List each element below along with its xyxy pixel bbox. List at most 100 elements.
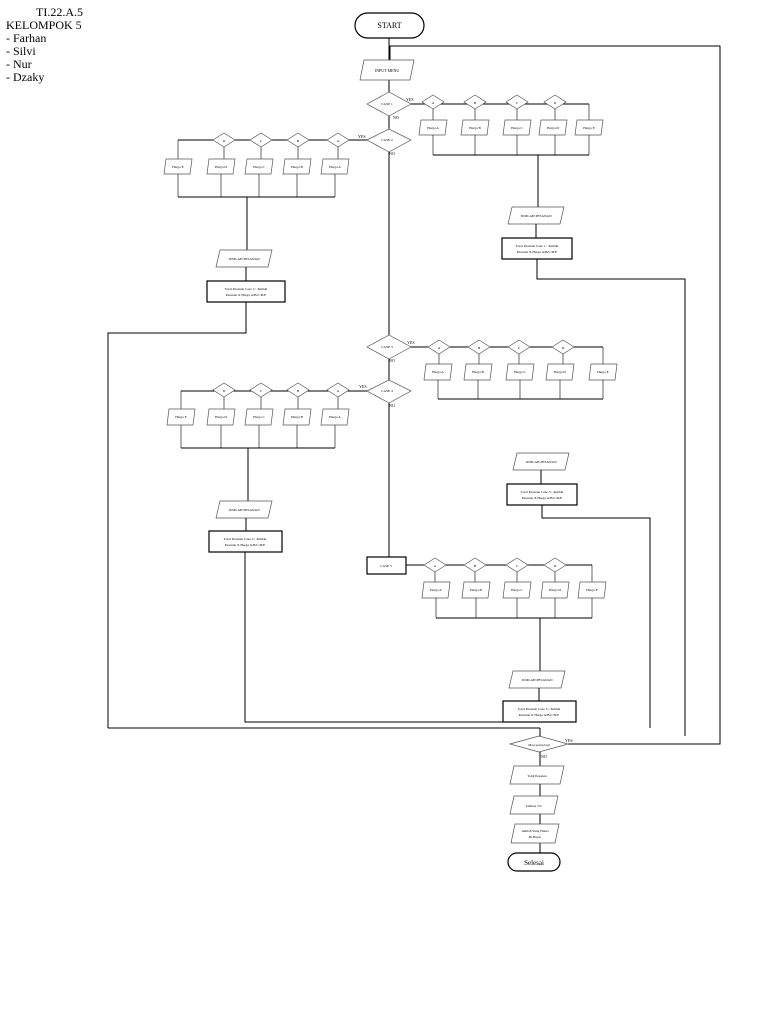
case-5-harga-e: Harga E [586, 588, 598, 592]
member-3: - Nur [6, 57, 32, 71]
case-4-letter-b: B [297, 389, 300, 393]
case-1-group: CASE 1 YES NO A B C D Harga A Harga B Ha… [366, 91, 686, 736]
repeat-no: NO [541, 754, 547, 759]
bayar-line1: Jumlah Yang Harus [521, 829, 549, 833]
case-4-harga-d: Harga D [215, 415, 227, 419]
case-2-label: CASE 2 [381, 138, 393, 142]
case-1-no: NO [393, 115, 399, 120]
case-5-letter-c: C [516, 564, 519, 568]
case-3-harga-a: Harga A [432, 370, 444, 374]
case-2-no: NO [389, 151, 395, 156]
end-label: Selesai [524, 859, 544, 867]
diskon-io [509, 795, 559, 815]
repeat-yes: YES [565, 738, 573, 743]
case-4-letter-a: A [337, 389, 340, 393]
case-4-group: CASE 4 YES NO D C B A Harga E Harga D Ha… [166, 379, 540, 723]
case-1-harga-d: Harga D [547, 126, 559, 130]
case-5-total-line1: Total Pesanan Case 5 : Jumlah [518, 707, 561, 711]
case-3-no: NO [389, 358, 395, 363]
case-3-total-line1: Total Pesanan Case 3 : Jumlah [521, 490, 564, 494]
case-2-letter-a: A [337, 139, 340, 143]
case-3-yes: YES [407, 340, 415, 345]
case-1-harga-a: Harga A [427, 126, 439, 130]
ending-group: Mau pesan lagi YES NO Total Pesanan Disk… [507, 735, 573, 872]
case-4-jumlah-label: JUMLAH PESANAN [228, 508, 260, 512]
case-4-harga-b: Harga B [291, 415, 303, 419]
case-1-letter-b: B [474, 101, 477, 105]
case-2-harga-a: Harga A [329, 165, 341, 169]
case-4-yes: YES [359, 384, 367, 389]
case-1-label: CASE 1 [381, 102, 393, 106]
case-3-harga-c: Harga C [514, 370, 526, 374]
case-2-letter-c: C [260, 139, 263, 143]
case-1-letter-c: C [516, 101, 519, 105]
case-1-letter-a: A [432, 101, 435, 105]
case-2-yes: YES [358, 134, 366, 139]
total-pesanan-io [509, 765, 565, 785]
start-terminator [354, 12, 425, 39]
case-2-harga-e: Harga E [172, 165, 184, 169]
case-3-letter-c: C [518, 346, 521, 350]
case-1-harga-b: Harga B [469, 126, 481, 130]
case-2-group: CASE 2 YES NO D C B A Harga E Harga D Ha… [107, 128, 412, 728]
case-4-harga-e: Harga E [175, 415, 187, 419]
case-1-jumlah-label: JUMLAH PESANAN [520, 214, 552, 218]
case-5-label: CASE 5 [380, 564, 392, 568]
case-4-harga-a: Harga A [329, 415, 341, 419]
group-header: TI.22.A.5 KELOMPOK 5 - Farhan - Silvi - … [6, 6, 83, 84]
bayar-io [510, 823, 560, 844]
case-3-harga-d: Harga D [554, 370, 566, 374]
case-5-jumlah-label: JUMLAH PESANAN [521, 678, 553, 682]
case-5-letter-d: D [554, 564, 557, 568]
case-5-letter-a: A [434, 564, 437, 568]
case-5-harga-d: Harga D [549, 588, 561, 592]
case-2-total-line2: Pesanan X Harga A/B/C/D/E [226, 293, 267, 297]
case-5-harga-b: Harga B [470, 588, 482, 592]
end-terminator [507, 852, 561, 872]
case-3-harga-b: Harga B [472, 370, 484, 374]
case-1-yes: YES [406, 97, 414, 102]
case-2-letter-b: B [297, 139, 300, 143]
member-2: - Silvi [6, 44, 36, 58]
case-2-harga-c: Harga C [253, 165, 265, 169]
case-3-letter-b: B [478, 346, 481, 350]
case-4-letter-d: D [223, 389, 226, 393]
case-3-label: CASE 3 [381, 345, 393, 349]
case-4-label: CASE 4 [381, 389, 393, 393]
repeat-question: Mau pesan lagi [528, 743, 549, 747]
case-5-letter-b: B [474, 564, 477, 568]
case-2-jumlah-label: JUMLAH PESANAN [228, 257, 260, 261]
case-1-harga-c: Harga C [511, 126, 523, 130]
case-3-harga-e: Harga E [597, 370, 609, 374]
case-4-total-line1: Total Pesanan Case 4 : Jumlah [224, 537, 267, 541]
case-1-letter-d: D [554, 101, 557, 105]
case-3-jumlah-label: JUMLAH PESANAN [525, 460, 557, 464]
main-connectors [108, 38, 721, 853]
input-menu-io [359, 59, 415, 81]
member-4: - Dzaky [6, 70, 45, 84]
case-2-harga-b: Harga B [291, 165, 303, 169]
case-4-harga-c: Harga C [253, 415, 265, 419]
group-name: KELOMPOK 5 [6, 18, 82, 32]
case-5-group: CASE 5 A B C D Harga A Harga B Harga C H… [366, 556, 607, 723]
class-code: TI.22.A.5 [36, 5, 83, 19]
case-2-total-line1: Total Pesanan Case 2 : Jumlah [225, 287, 268, 291]
case-3-letter-d: D [562, 346, 565, 350]
case-2-harga-d: Harga D [215, 165, 227, 169]
repeat-decision [508, 735, 570, 753]
member-1: - Farhan [6, 31, 47, 45]
diskon-label: Diskon 5% [526, 804, 542, 808]
bayar-line2: Di Bayar [529, 835, 543, 839]
case-2-letter-d: D [223, 139, 226, 143]
case-4-no: NO [389, 403, 395, 408]
case-5-harga-c: Harga C [511, 588, 523, 592]
case-4-letter-c: C [260, 389, 263, 393]
total-pesanan-label: Total Pesanan [527, 774, 547, 778]
case-1-total-line1: Total Pesanan Case 1 : Jumlah [516, 244, 559, 248]
case-1-total-line2: Pesanan X Harga A/B/C/D/E [517, 250, 558, 254]
case-4-total-line2: Pesanan X Harga A/B/C/D/E [225, 543, 266, 547]
case-3-group: CASE 3 YES NO A B C D Harga A Harga B Ha… [366, 334, 651, 728]
start-label: START [377, 21, 401, 30]
case-3-total-line2: Pesanan X Harga A/B/C/D/E [522, 496, 563, 500]
